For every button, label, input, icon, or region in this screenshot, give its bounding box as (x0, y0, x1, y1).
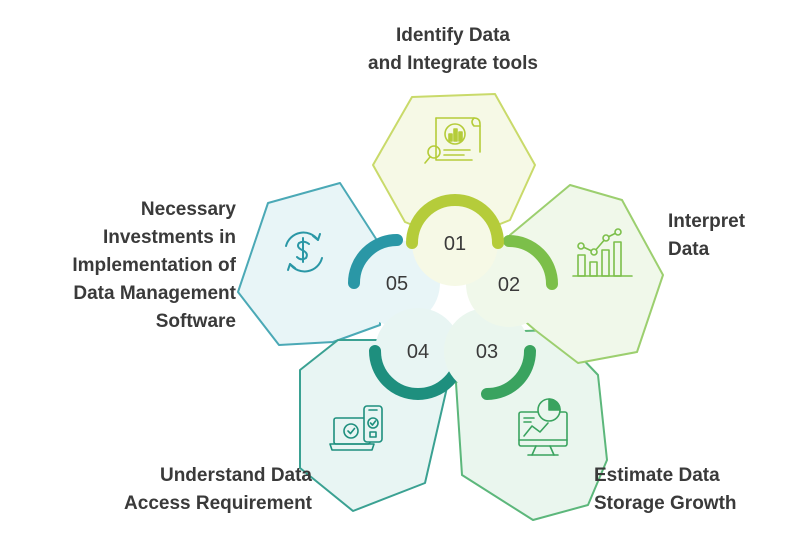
step-label-03-line-1: Estimate Data (594, 465, 720, 486)
bar-trend-chart-icon (572, 228, 633, 277)
step-label-05-line-2: Investments in (102, 227, 236, 248)
document-chart-search-icon (424, 117, 481, 164)
step-label-04-line-1: Understand Data (159, 465, 312, 486)
dollar-cycle-icon (285, 231, 323, 273)
step-label-04-line-2: Access Requirement (124, 493, 312, 514)
circle-03: 03 (444, 308, 536, 400)
step-label-03-line-2: Storage Growth (594, 493, 737, 514)
step-label-05-line-3: Implementation of (72, 255, 236, 276)
step-label-02-line-1: Interpret (668, 211, 746, 232)
step-number-03: 03 (476, 341, 498, 363)
step-label-01: Identify Data and Integrate tools (330, 22, 576, 78)
step-label-01-line-2: and Integrate tools (368, 53, 538, 74)
step-label-04: Understand Data Access Requirement (70, 462, 312, 518)
step-label-05-line-1: Necessary (140, 199, 236, 220)
circle-01: 01 (406, 194, 504, 286)
step-label-03: Estimate Data Storage Growth (594, 462, 794, 518)
step-number-02: 02 (498, 274, 520, 296)
laptop-phone-check-icon (329, 405, 383, 451)
step-number-01: 01 (444, 233, 466, 255)
step-label-05: Necessary Investments in Implementation … (10, 196, 236, 336)
step-label-05-line-4: Data Management (73, 283, 236, 304)
step-label-02-line-2: Data (668, 239, 710, 260)
step-label-05-line-5: Software (155, 311, 236, 332)
step-label-01-line-1: Identify Data (395, 25, 511, 46)
step-label-02: Interpret Data (668, 208, 798, 264)
monitor-analytics-icon (518, 398, 568, 456)
step-number-04: 04 (407, 341, 429, 363)
step-number-05: 05 (386, 273, 408, 295)
